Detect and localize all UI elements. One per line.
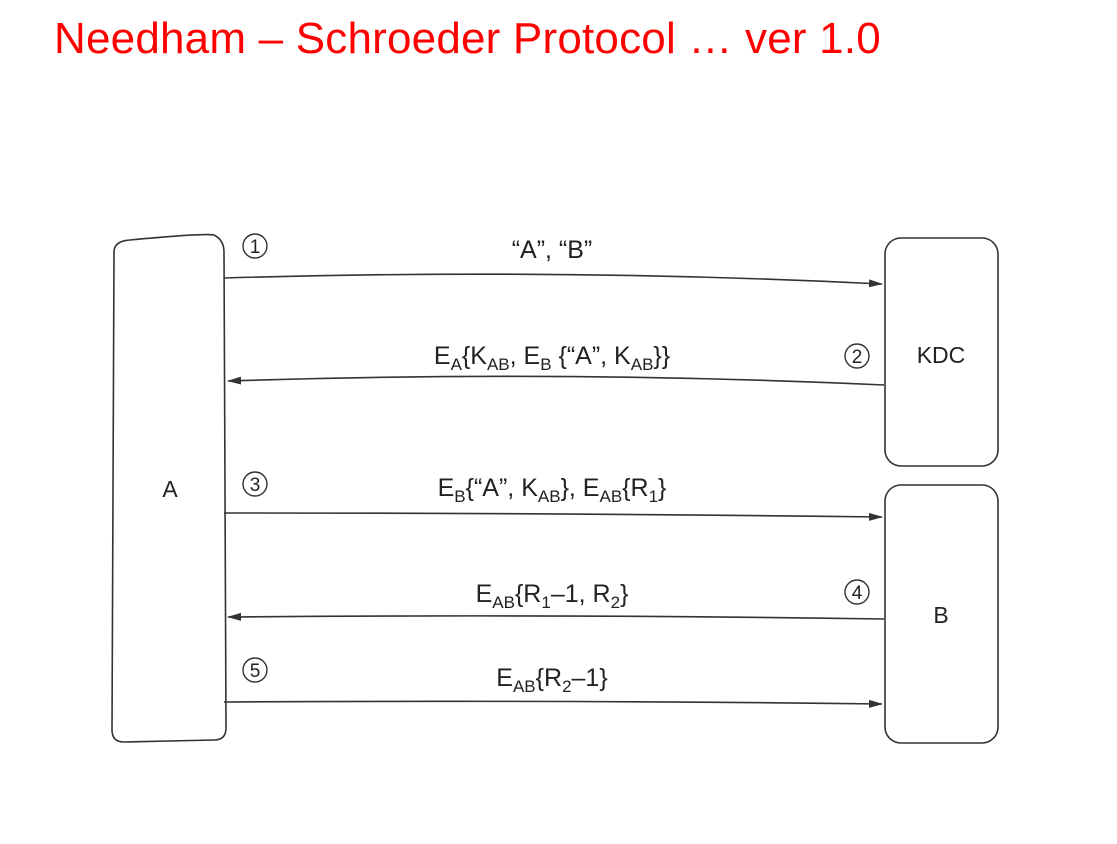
message-step-2: EA{KAB, EB {“A”, KAB}} <box>434 342 670 374</box>
step-number-5-text: 5 <box>250 661 261 682</box>
message-text: –1, R <box>551 580 611 608</box>
message-text: } <box>620 580 628 608</box>
message-text: , E <box>510 342 541 370</box>
step-number-1: 1 <box>242 233 268 259</box>
message-subscript: AB <box>487 355 510 374</box>
message-text: }} <box>653 342 670 370</box>
message-subscript: 2 <box>611 593 620 612</box>
message-subscript: 2 <box>562 677 571 696</box>
message-subscript: 1 <box>541 593 550 612</box>
message-subscript: AB <box>631 355 654 374</box>
message-text: E <box>438 474 455 502</box>
message-text: {R <box>515 580 541 608</box>
message-subscript: AB <box>492 593 515 612</box>
arrow-step-1 <box>223 273 883 288</box>
message-text: “A”, “B” <box>512 236 593 264</box>
message-step-3: EB{“A”, KAB}, EAB{R1} <box>438 474 667 506</box>
message-step-4: EAB{R1–1, R2} <box>476 580 629 612</box>
message-text: {“A”, K <box>552 342 632 370</box>
message-text: E <box>496 664 513 692</box>
step-number-3-text: 3 <box>250 475 261 496</box>
message-text: E <box>476 580 493 608</box>
entity-label-kdc: KDC <box>917 342 966 368</box>
message-text: –1} <box>572 664 608 692</box>
slide-title: Needham – Schroeder Protocol … ver 1.0 <box>54 14 881 63</box>
message-subscript: B <box>540 355 551 374</box>
message-subscript: AB <box>513 677 536 696</box>
message-subscript: AB <box>599 487 622 506</box>
arrow-step-3 <box>223 512 883 521</box>
message-text: {“A”, K <box>466 474 539 502</box>
message-subscript: B <box>454 487 465 506</box>
message-text: {K <box>462 342 487 370</box>
message-step-1: “A”, “B” <box>512 236 593 264</box>
step-number-4: 4 <box>844 579 870 605</box>
message-subscript: 1 <box>649 487 658 506</box>
entity-box-kdc <box>884 237 999 467</box>
step-number-3: 3 <box>242 471 268 497</box>
step-number-2-text: 2 <box>852 347 863 368</box>
step-number-2: 2 <box>844 343 870 369</box>
arrow-step-5 <box>223 699 883 708</box>
step-number-5: 5 <box>242 657 268 683</box>
message-step-5: EAB{R2–1} <box>496 664 607 696</box>
message-subscript: A <box>451 355 463 374</box>
message-subscript: AB <box>538 487 561 506</box>
entity-label-b: B <box>933 602 948 628</box>
message-text: }, E <box>561 474 600 502</box>
entity-box-a <box>111 233 227 743</box>
arrow-step-4 <box>227 612 885 621</box>
entity-box-b <box>884 484 999 744</box>
message-text: } <box>658 474 666 502</box>
arrow-step-2 <box>227 375 885 386</box>
message-text: {R <box>536 664 562 692</box>
message-text: E <box>434 342 451 370</box>
message-text: {R <box>622 474 648 502</box>
step-number-1-text: 1 <box>250 237 261 258</box>
entity-label-a: A <box>162 476 178 502</box>
step-number-4-text: 4 <box>852 583 863 604</box>
